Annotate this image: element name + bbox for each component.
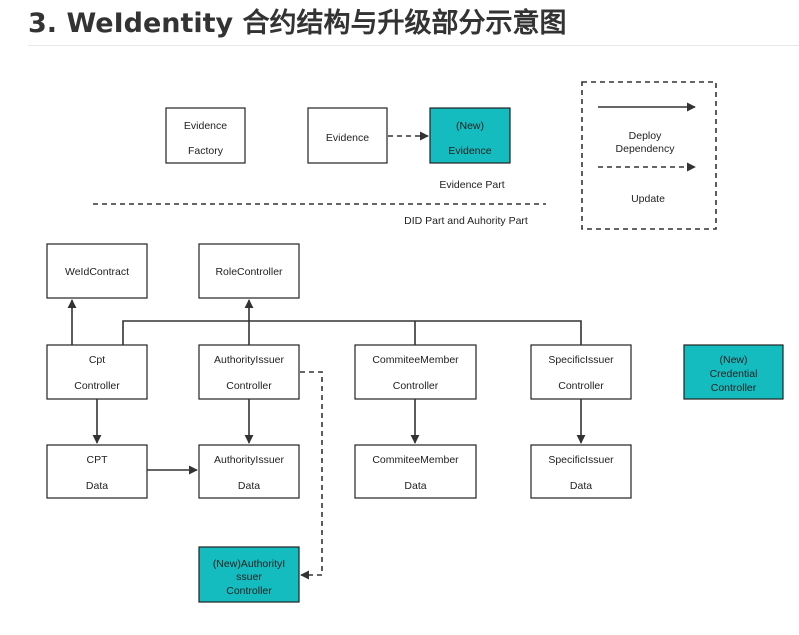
new-evidence-box: [429, 107, 511, 164]
evidence-factory-label-2: Factory: [188, 145, 224, 157]
specific-issuer-data-label-1: SpecificIssuer: [548, 454, 614, 466]
cpt-controller-box: [46, 344, 148, 400]
evidence-part-label: Evidence Part: [439, 179, 504, 191]
commitee-member-data-label-2: Data: [404, 480, 426, 492]
new-evidence-label-2: Evidence: [448, 145, 491, 157]
new-evidence-label-1: (New): [456, 120, 484, 132]
new-authority-issuer-controller-label-1: (New)AuthorityI: [213, 558, 285, 570]
legend-box: [581, 81, 717, 230]
weid-contract-label: WeIdContract: [65, 266, 129, 278]
controller-bus-line: [122, 320, 582, 345]
specific-issuer-data-box: [530, 444, 632, 499]
authority-issuer-data-label-1: AuthorityIssuer: [214, 454, 285, 466]
page-title: 3. WeIdentity 合约结构与升级部分示意图: [28, 8, 567, 39]
specific-issuer-controller-label-1: SpecificIssuer: [548, 354, 614, 366]
authority-issuer-data-box: [198, 444, 300, 499]
cpt-data-label-2: Data: [86, 480, 108, 492]
weid-contract-box: [46, 243, 148, 299]
specific-issuer-data-label-2: Data: [570, 480, 592, 492]
legend-update-label: Update: [631, 193, 665, 205]
evidence-box: [307, 107, 388, 164]
commitee-member-data-box: [354, 444, 477, 499]
new-credential-controller-box: [683, 344, 784, 400]
commitee-member-data-label-1: CommiteeMember: [372, 454, 459, 466]
commitee-member-controller-box: [354, 344, 477, 400]
authority-update-arrow: [300, 371, 323, 580]
cpt-data-box: [46, 444, 148, 499]
evidence-factory-box: [165, 107, 246, 164]
cpt-controller-label-1: Cpt: [89, 354, 105, 366]
title-divider: [28, 45, 799, 46]
new-authority-issuer-controller-label-3: Controller: [226, 585, 272, 597]
authority-issuer-data-label-2: Data: [238, 480, 260, 492]
authority-issuer-controller-label-2: Controller: [226, 380, 272, 392]
did-part-label: DID Part and Auhority Part: [404, 215, 528, 227]
new-credential-controller-label-1: (New): [720, 354, 748, 366]
evidence-factory-label-1: Evidence: [184, 120, 227, 132]
role-controller-box: [198, 243, 300, 299]
new-credential-controller-label-2: Credential: [710, 368, 758, 380]
commitee-member-controller-label-1: CommiteeMember: [372, 354, 459, 366]
new-authority-issuer-controller-label-2: ssuer: [236, 571, 262, 583]
new-authority-issuer-controller-box: [198, 546, 300, 603]
authority-issuer-controller-box: [198, 344, 300, 400]
cpt-controller-label-2: Controller: [74, 380, 120, 392]
specific-issuer-controller-label-2: Controller: [558, 380, 604, 392]
cpt-data-label-1: CPT: [87, 454, 109, 466]
legend-deploy-label: Deploy: [629, 130, 662, 142]
authority-issuer-controller-label-1: AuthorityIssuer: [214, 354, 285, 366]
commitee-member-controller-label-2: Controller: [393, 380, 439, 392]
legend-dependency-label: Dependency: [616, 143, 676, 155]
specific-issuer-controller-box: [530, 344, 632, 400]
evidence-label: Evidence: [326, 132, 369, 144]
new-credential-controller-label-3: Controller: [711, 382, 757, 394]
role-controller-label: RoleController: [215, 266, 283, 278]
